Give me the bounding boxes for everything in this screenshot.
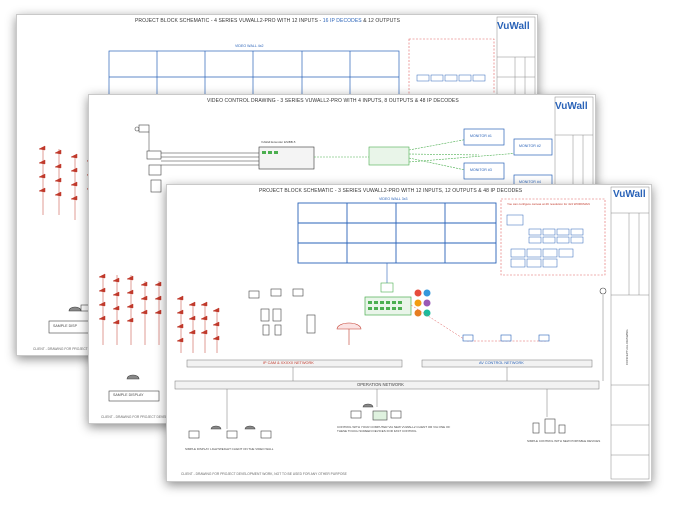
front-video-wall-label: VIDEO WALL 3x3 <box>379 197 408 201</box>
front-footer: CLIENT - DRAWING FOR PROJECT DEVELOPMENT… <box>181 472 347 476</box>
caption-right: SIMPLE CONTROL WITH NEW PORTABLE DEVICES <box>527 439 601 443</box>
caption-left: SIMPLE DISPLAY LIGHTWEIGHT CLIENT ON THE… <box>185 447 274 451</box>
middle-sheet-logo: VuWall <box>555 101 588 112</box>
middle-footer: CLIENT - DRAWING FOR PROJECT DEVELOPMENT… <box>101 415 193 419</box>
middle-sheet-title: VIDEO CONTROL DRAWING - 3 SERIES VUWALL2… <box>207 98 459 104</box>
caption-center: CONTROL WITH YOUR COMPUTER VIA NEW VUWAL… <box>337 425 451 433</box>
middle-sample-label: SAMPLE DISPLAY <box>113 393 144 397</box>
back-sample-label: SAMPLE DISP <box>53 324 77 328</box>
back-sheet-title: PROJECT BLOCK SCHEMATIC - 4 SERIES VUWAL… <box>135 18 401 24</box>
switch-label: VuWall Extender ESIBB-5 <box>261 140 296 144</box>
operation-network-label: OPERATION NETWORK <box>357 382 404 387</box>
front-sheet-logo: VuWall <box>613 189 646 200</box>
monitor-label-4: MONITOR #4 <box>519 180 541 184</box>
back-footer: CLIENT - DRAWING FOR PROJECT DEVELOPMENT… <box>33 347 125 351</box>
monitor-label-1: MONITOR #1 <box>470 134 492 138</box>
ip-network-label: IP CAM & XXXXX NETWORK <box>263 361 314 365</box>
monitor-label-3: MONITOR #3 <box>470 168 492 172</box>
front-sheet-diagram <box>174 186 650 480</box>
front-sheet-title: PROJECT BLOCK SCHEMATIC - 3 SERIES VUWAL… <box>259 188 523 194</box>
back-sheet-logo: VuWall <box>497 21 530 32</box>
monitor-label-2: MONITOR #2 <box>519 144 541 148</box>
back-video-wall-label: VIDEO WALL 4x2 <box>235 44 264 48</box>
config-note: You can configure canvas at 4K resolutio… <box>507 202 590 206</box>
front-sheet: PROJECT BLOCK SCHEMATIC - 3 SERIES VUWAL… <box>166 184 652 482</box>
title-block-text: CONCEPTUAL DRAWING <box>625 329 629 365</box>
av-network-label: AV CONTROL NETWORK <box>479 361 524 365</box>
